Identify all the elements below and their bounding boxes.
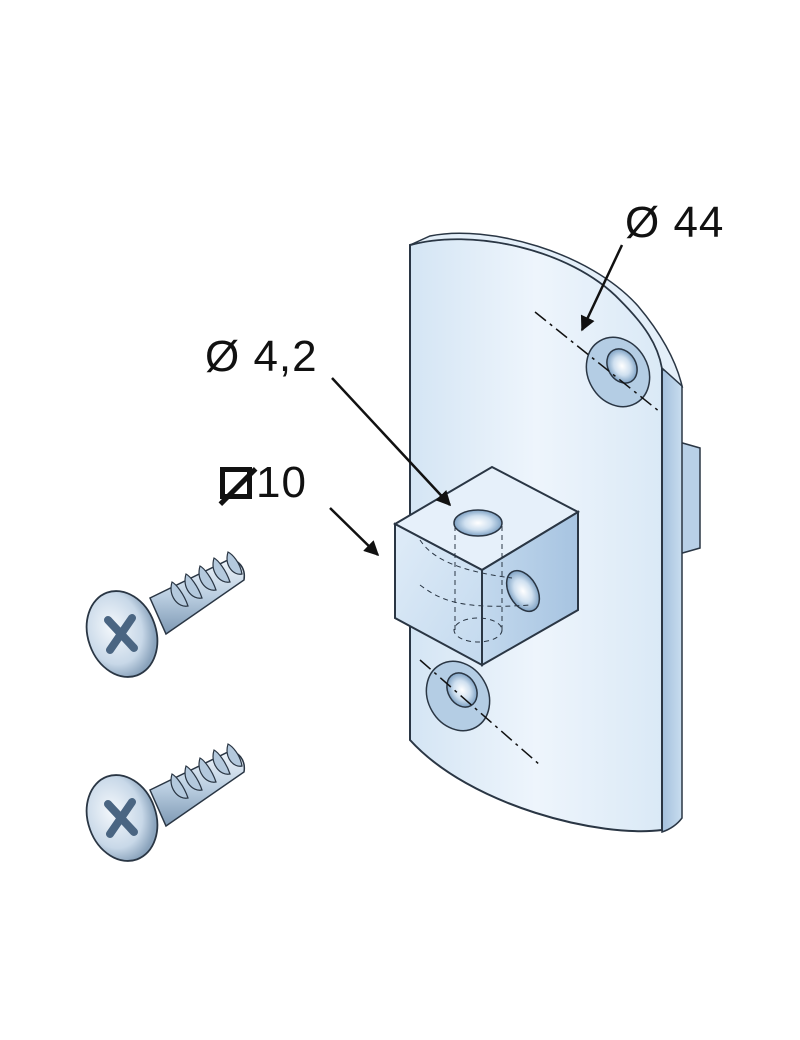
plate-edge: [659, 367, 683, 834]
upper-screw-hole: [585, 336, 651, 408]
screw-upper: [85, 551, 246, 678]
screw-lower: [85, 743, 246, 862]
block-size-value: 10: [256, 458, 307, 507]
leader-plate-diameter: [580, 244, 624, 332]
leader-lines: [329, 244, 624, 557]
leader-block-size: [329, 507, 380, 557]
square-size-icon: [220, 467, 252, 499]
block-size-label: 10: [220, 458, 307, 508]
plate-diameter-label: Ø 44: [625, 198, 725, 247]
leader-hole-diameter: [331, 377, 452, 507]
square-block: [392, 465, 581, 667]
hole-diameter-label: Ø 4,2: [205, 332, 318, 381]
